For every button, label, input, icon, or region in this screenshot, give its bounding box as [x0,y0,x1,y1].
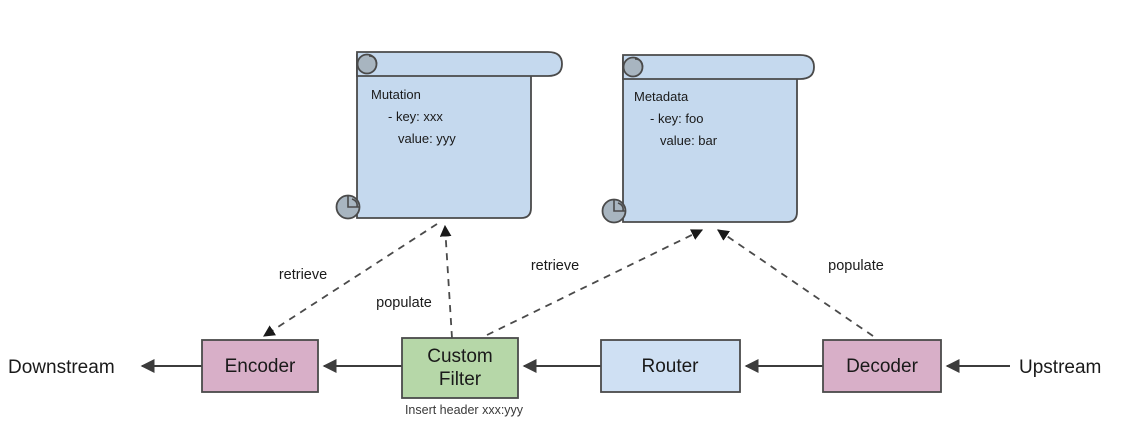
node-encoder[interactable]: Encoder [201,339,319,393]
mutation-note-value: value: yyy [398,131,456,146]
metadata-note-title: Metadata [634,89,689,104]
node-encoder-label: Encoder [225,356,296,377]
terminal-downstream-label: Downstream [8,357,115,378]
metadata-note-key: - key: foo [650,111,703,126]
terminal-upstream-label: Upstream [1019,357,1101,378]
mutation-note-title: Mutation [371,87,421,102]
node-custom-filter-label-line1: Custom [427,346,492,367]
edge-label-retrieve-left: retrieve [279,267,327,283]
edge-retrieve-metadata-filter [486,229,704,336]
mutation-note-key: - key: xxx [388,109,443,124]
metadata-note-value: value: bar [660,133,718,148]
edge-label-populate-left: populate [376,295,432,311]
metadata-note: Metadata - key: foo value: bar [601,54,815,224]
node-custom-filter[interactable]: Custom Filter [401,337,519,399]
custom-filter-caption: Insert header xxx:yyy [405,403,524,417]
node-decoder-label: Decoder [846,356,918,377]
node-decoder[interactable]: Decoder [822,339,942,393]
node-custom-filter-label-line2: Filter [439,369,482,390]
edge-populate-metadata-decoder [717,229,874,337]
node-router[interactable]: Router [600,339,741,393]
mutation-note: Mutation - key: xxx value: yyy [335,51,563,220]
edge-label-retrieve-right: retrieve [531,258,579,274]
edge-populate-mutation [439,224,453,339]
edge-retrieve-mutation-encoder [263,223,438,337]
edge-label-populate-right: populate [828,258,884,274]
node-router-label: Router [641,356,699,377]
